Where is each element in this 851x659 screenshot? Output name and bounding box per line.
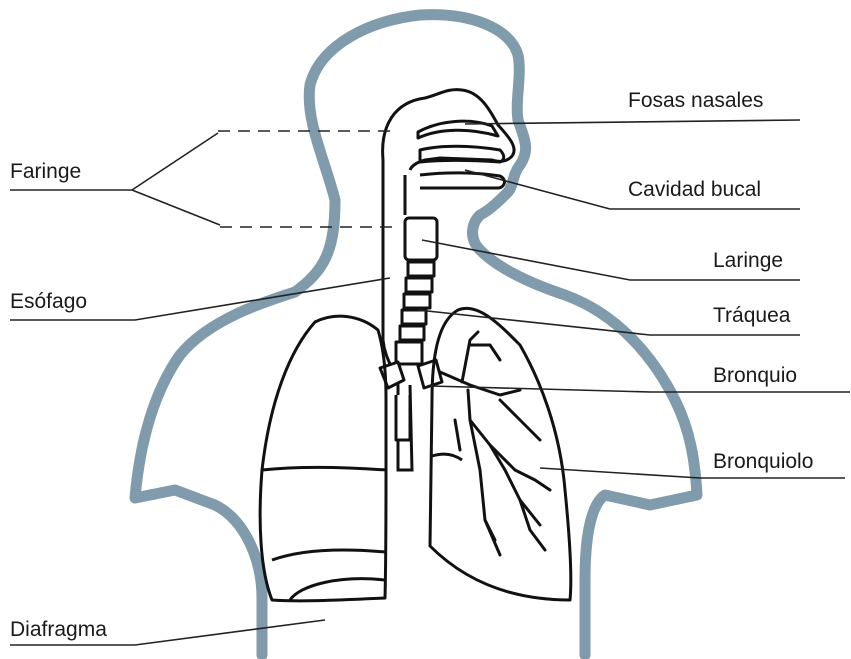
bronchial-tree <box>440 332 550 555</box>
label-esofago: Esófago <box>10 290 87 314</box>
larynx <box>405 218 437 260</box>
label-laringe: Laringe <box>713 249 783 273</box>
label-diafragma: Diafragma <box>10 618 107 642</box>
label-cavidad-bucal: Cavidad bucal <box>628 178 761 202</box>
upper-airway <box>383 90 514 340</box>
left-lung-lower <box>272 550 385 560</box>
label-traquea: Tráquea <box>713 304 790 328</box>
right-bronchus-stub <box>418 360 442 388</box>
mouth-floor <box>420 173 504 188</box>
left-lung-fissure <box>262 467 386 470</box>
label-bronquiolo: Bronquiolo <box>713 450 813 474</box>
label-faringe: Faringe <box>10 160 81 184</box>
left-lung-base <box>290 579 385 600</box>
right-lung-fissure <box>432 454 462 460</box>
trachea-end <box>396 342 422 364</box>
label-fosas-nasales: Fosas nasales <box>628 89 763 113</box>
label-bronquio: Bronquio <box>713 364 797 388</box>
bronchus-tube <box>396 395 410 440</box>
